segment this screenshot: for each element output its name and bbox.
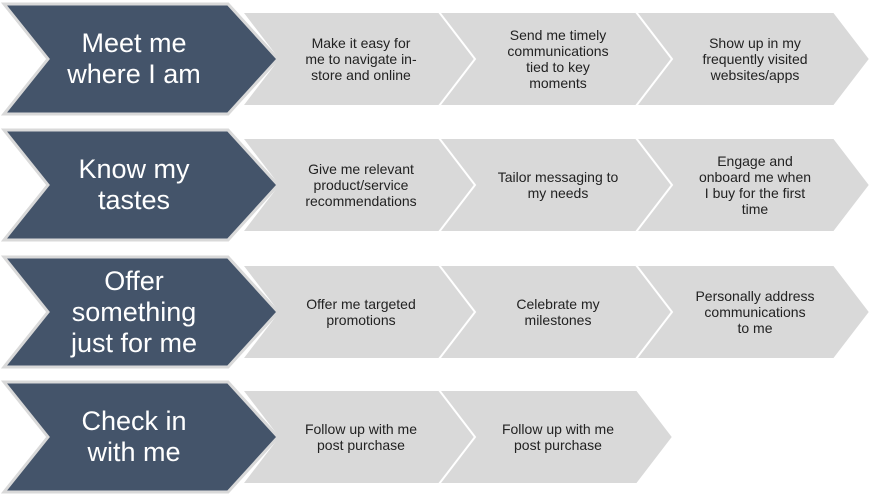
row-header-chevron [0,380,281,494]
row-header-chevron [0,255,281,369]
row-header-chevron [0,128,281,242]
step-chevron [633,137,871,233]
step-chevron [436,11,675,107]
step-chevron [633,264,871,360]
step-chevron [436,264,675,360]
row-header-chevron [0,2,281,116]
step-chevron [436,137,675,233]
step-chevron [633,11,871,107]
step-chevron [436,389,675,485]
